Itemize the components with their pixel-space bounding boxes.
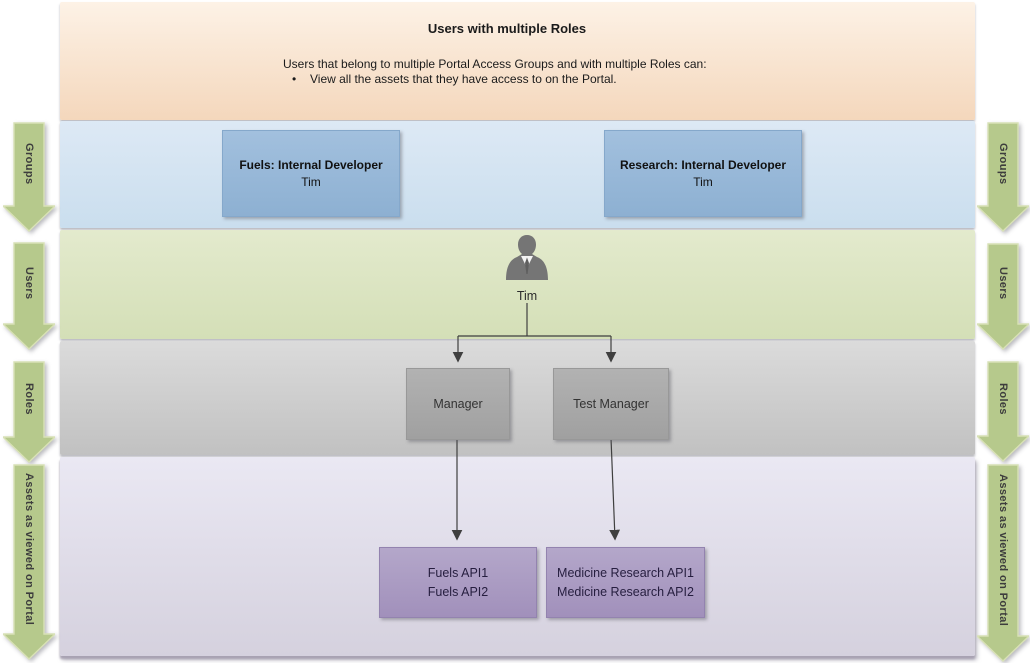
asset-box-medicine-research: Medicine Research API1 Medicine Research… bbox=[546, 547, 705, 618]
side-arrow-assets-right: Assets as viewed on Portal bbox=[977, 464, 1029, 662]
side-arrow-label: Users bbox=[23, 266, 35, 300]
roles-band bbox=[60, 341, 975, 455]
asset-line: Medicine Research API1 bbox=[557, 565, 694, 580]
intro-band: Users with multiple Roles Users that bel… bbox=[60, 2, 975, 120]
side-arrow-users-left: Users bbox=[3, 242, 55, 350]
role-box-label: Manager bbox=[433, 397, 483, 411]
role-box-test-manager: Test Manager bbox=[553, 368, 669, 440]
asset-line: Fuels API1 bbox=[427, 565, 489, 580]
side-arrow-groups-left: Groups bbox=[3, 122, 55, 232]
side-arrow-label: Users bbox=[997, 267, 1009, 300]
asset-line: Fuels API2 bbox=[427, 584, 489, 599]
users-band bbox=[60, 230, 975, 339]
side-arrow-label: Groups bbox=[23, 143, 35, 185]
role-box-manager: Manager bbox=[406, 368, 510, 440]
side-arrow-users-right: Users bbox=[977, 243, 1029, 350]
down-arrow-icon bbox=[3, 464, 55, 660]
down-arrow-icon bbox=[3, 122, 55, 232]
page-title: Users with multiple Roles bbox=[427, 21, 587, 36]
asset-box-fuels: Fuels API1 Fuels API2 bbox=[379, 547, 537, 618]
side-arrow-label: Assets as viewed on Portal bbox=[997, 473, 1009, 627]
side-arrow-label: Groups bbox=[997, 143, 1009, 185]
side-arrow-label: Roles bbox=[23, 383, 35, 415]
intro-bullet-text: View all the assets that they have acces… bbox=[310, 72, 617, 86]
down-arrow-icon bbox=[977, 464, 1029, 662]
intro-bullet-item: • View all the assets that they have acce… bbox=[292, 72, 617, 86]
group-box-research: Research: Internal Developer Tim bbox=[604, 130, 802, 217]
businessman-icon bbox=[503, 235, 551, 285]
side-arrow-roles-left: Roles bbox=[3, 361, 55, 463]
groups-band bbox=[60, 121, 975, 228]
group-box-title: Fuels: Internal Developer bbox=[239, 158, 383, 173]
user-name-label: Tim bbox=[516, 289, 538, 303]
group-box-title: Research: Internal Developer bbox=[619, 158, 787, 173]
down-arrow-icon bbox=[977, 122, 1029, 232]
bullet-icon: • bbox=[292, 72, 297, 86]
side-arrow-groups-right: Groups bbox=[977, 122, 1029, 232]
group-box-fuels: Fuels: Internal Developer Tim bbox=[222, 130, 400, 217]
role-box-label: Test Manager bbox=[573, 397, 649, 411]
down-arrow-icon bbox=[977, 361, 1029, 462]
side-arrow-label: Roles bbox=[997, 382, 1009, 415]
intro-description: Users that belong to multiple Portal Acc… bbox=[283, 57, 707, 71]
user-node: Tim bbox=[503, 234, 551, 303]
down-arrow-icon bbox=[3, 361, 55, 463]
group-box-member: Tim bbox=[301, 174, 321, 189]
down-arrow-icon bbox=[3, 242, 55, 350]
side-arrow-label: Assets as viewed on Portal bbox=[23, 472, 35, 626]
side-arrow-roles-right: Roles bbox=[977, 361, 1029, 462]
asset-line: Medicine Research API2 bbox=[557, 584, 694, 599]
side-arrow-assets-left: Assets as viewed on Portal bbox=[3, 464, 55, 660]
down-arrow-icon bbox=[977, 243, 1029, 350]
group-box-member: Tim bbox=[693, 174, 713, 189]
